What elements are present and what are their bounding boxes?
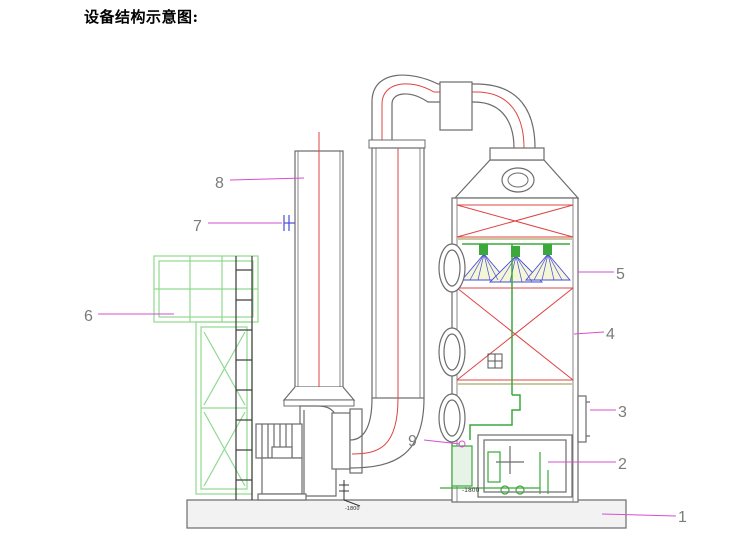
callout-label-9: 9 — [408, 433, 417, 450]
demister-layer — [456, 204, 574, 240]
callout-label-8: 8 — [215, 175, 224, 192]
callout-label-5: 5 — [616, 266, 625, 283]
spray-nozzles — [461, 243, 571, 283]
callout-7: 7 — [193, 218, 282, 235]
callout-2: 2 — [548, 456, 627, 473]
inspection-hatches — [438, 243, 466, 443]
scaffold-structure — [153, 255, 259, 495]
callout-label-6: 6 — [84, 308, 93, 325]
fan-drain-dimension-label: -1800 — [345, 506, 360, 512]
callout-label-3: 3 — [618, 404, 627, 421]
sampling-port — [283, 215, 295, 231]
connecting-duct — [349, 74, 536, 469]
exhaust-chimney — [282, 132, 356, 407]
pump-assembly — [440, 445, 549, 495]
base-platform — [186, 499, 627, 529]
air-inlet — [577, 395, 590, 443]
packing-layer — [456, 287, 574, 385]
callout-label-7: 7 — [193, 218, 202, 235]
fan-housing — [299, 405, 363, 497]
callout-3: 3 — [590, 404, 627, 421]
callout-1: 1 — [601, 509, 687, 526]
callout-4: 4 — [573, 326, 615, 343]
callout-8: 8 — [215, 175, 305, 192]
drain-fitting — [339, 480, 361, 507]
water-tank — [477, 434, 573, 498]
callout-5: 5 — [578, 266, 625, 283]
callout-6: 6 — [84, 308, 174, 325]
callout-label-4: 4 — [606, 326, 615, 343]
callout-label-1: 1 — [678, 509, 687, 526]
page-title: 设备结构示意图: — [84, 8, 199, 26]
callout-9: 9 — [408, 433, 466, 450]
scaffold-ladder — [235, 256, 253, 500]
circulation-pipe — [469, 244, 521, 440]
fan-motor — [255, 423, 307, 501]
tank-dimension-label: -1800 — [462, 487, 480, 494]
callout-label-2: 2 — [618, 456, 627, 473]
